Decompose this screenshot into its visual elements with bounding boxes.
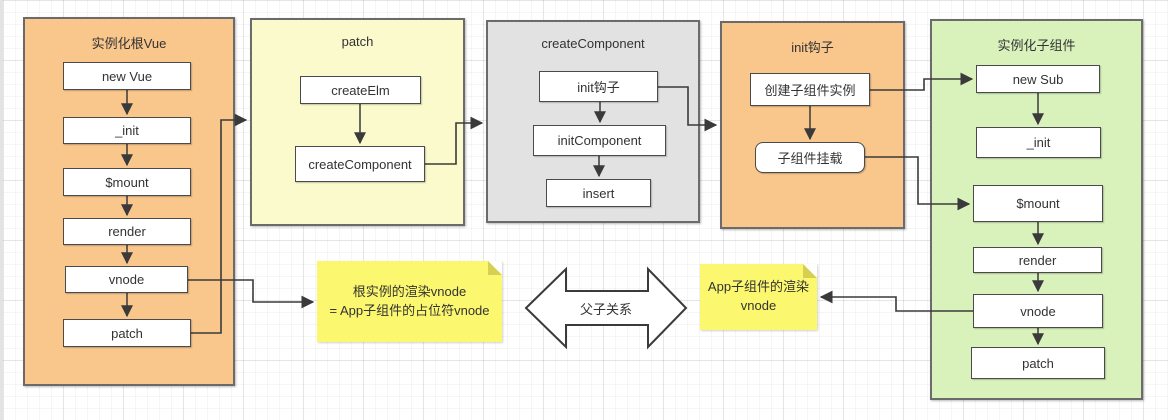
node-root-patch[interactable]: patch [63,319,191,347]
note-line: App子组件的渲染 [707,279,810,295]
node-child-mount[interactable]: 子组件挂载 [755,142,865,173]
container-init-hook[interactable]: init钩子 [720,21,905,229]
container-patch[interactable]: patch [250,18,465,226]
note-line: vnode [740,298,777,313]
node-new-vue[interactable]: new Vue [63,62,191,90]
note-fold-icon [803,264,817,278]
parent-child-relation-label: 父子关系 [579,301,632,317]
note-line: = App子组件的占位符vnode [329,302,490,318]
note-app-render-vnode[interactable]: App子组件的渲染 vnode [700,264,817,330]
node-sub-vnode[interactable]: vnode [973,294,1103,328]
container-root-vue-title: 实例化根Vue [91,36,167,51]
container-sub-component-title: 实例化子组件 [997,38,1076,53]
node-root-vnode[interactable]: vnode [65,266,188,293]
node-new-sub[interactable]: new Sub [976,65,1100,93]
node-root-render[interactable]: render [63,218,191,245]
node-create-elm[interactable]: createElm [300,76,421,104]
container-init-hook-title: init钩子 [791,40,834,55]
note-root-render-vnode[interactable]: 根实例的渲染vnode = App子组件的占位符vnode [317,261,502,342]
node-sub-mount[interactable]: $mount [973,185,1103,222]
node-create-child-instance[interactable]: 创建子组件实例 [750,73,870,106]
node-create-component[interactable]: createComponent [295,146,425,182]
node-sub-init[interactable]: _init [976,127,1101,158]
note-fold-icon [488,261,502,275]
node-insert[interactable]: insert [546,179,651,207]
node-init-hook[interactable]: init钩子 [539,71,658,102]
container-create-component-title: createComponent [541,36,645,51]
node-sub-render[interactable]: render [973,247,1102,273]
node-sub-patch[interactable]: patch [971,347,1105,379]
note-line: 根实例的渲染vnode [352,283,467,299]
node-root-mount[interactable]: $mount [63,168,191,196]
container-patch-title: patch [341,34,374,49]
node-init-component[interactable]: initComponent [533,125,666,156]
node-root-init[interactable]: _init [63,117,191,144]
